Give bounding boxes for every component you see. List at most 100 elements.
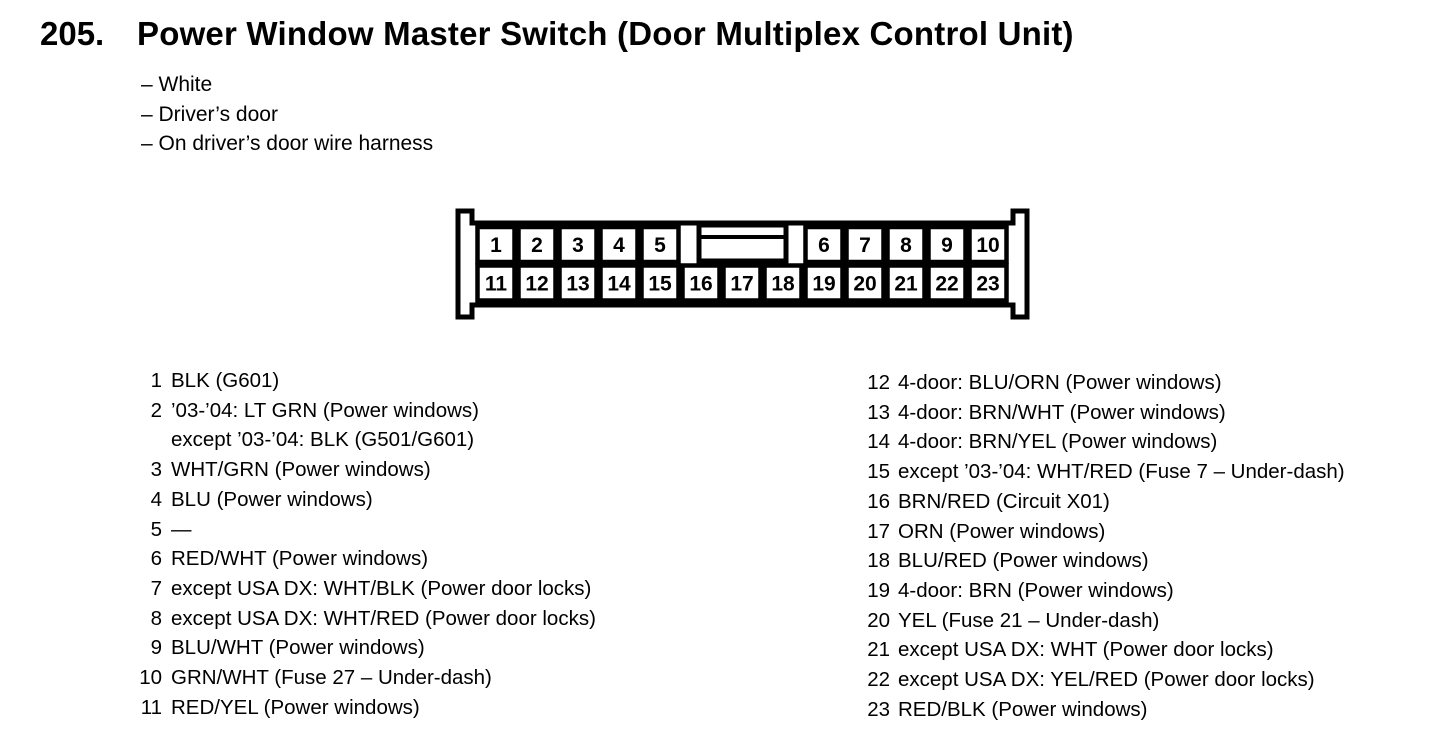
pin-list-right: 12 4-door: BLU/ORN (Power windows) 13 4-… bbox=[862, 368, 1345, 725]
connector-pin-cell: 13 bbox=[557, 263, 599, 303]
pin-description: BLU/RED (Power windows) bbox=[898, 546, 1149, 576]
pin-description: 4-door: BRN (Power windows) bbox=[898, 576, 1174, 606]
pin-row: 8 except USA DX: WHT/RED (Power door loc… bbox=[137, 604, 596, 634]
connector-pin-cell: 14 bbox=[598, 263, 640, 303]
connector-pin-cell: 20 bbox=[844, 263, 886, 303]
connector-pin-cell: 1 bbox=[475, 224, 517, 265]
connector-pin-cell: 11 bbox=[475, 263, 517, 303]
pin-description: except USA DX: WHT/RED (Power door locks… bbox=[171, 604, 596, 634]
pin-number: 16 bbox=[867, 489, 890, 513]
pin-number: 14 bbox=[867, 430, 890, 454]
pin-row: 14 4-door: BRN/YEL (Power windows) bbox=[862, 427, 1345, 457]
connector-pin-number: 22 bbox=[935, 273, 958, 296]
connector-pin-cell: 7 bbox=[844, 224, 886, 265]
pin-row: 19 4-door: BRN (Power windows) bbox=[862, 576, 1345, 606]
pin-row: 17 ORN (Power windows) bbox=[862, 517, 1345, 547]
note-line: – Driver’s door bbox=[141, 102, 278, 126]
pin-number: 22 bbox=[867, 668, 890, 692]
pin-number: 9 bbox=[150, 636, 162, 660]
connector-pin-cell: 15 bbox=[639, 263, 681, 303]
pin-row: 1 BLK (G601) bbox=[137, 366, 596, 396]
connector-pin-cell: 8 bbox=[885, 224, 927, 265]
connector-pin-number: 10 bbox=[976, 234, 999, 257]
connector-pin-number: 2 bbox=[531, 234, 543, 257]
connector-pin-number: 14 bbox=[607, 273, 631, 296]
pin-number: 6 bbox=[150, 547, 162, 571]
pin-wire-color: except USA DX: WHT (Power door locks) bbox=[898, 638, 1274, 662]
pin-wire-color: RED/WHT (Power windows) bbox=[171, 547, 429, 571]
connector-pin-number: 3 bbox=[572, 234, 584, 257]
pin-description: except USA DX: WHT/BLK (Power door locks… bbox=[171, 574, 591, 604]
pin-description: 4-door: BRN/WHT (Power windows) bbox=[898, 398, 1226, 428]
pin-wire-color: 4-door: BRN/YEL (Power windows) bbox=[898, 430, 1218, 454]
pin-description: BRN/RED (Circuit X01) bbox=[898, 487, 1110, 517]
pin-number: 4 bbox=[150, 487, 162, 511]
pin-number: 2 bbox=[150, 398, 162, 422]
connector-pin-cell: 9 bbox=[926, 224, 968, 265]
pin-wire-color: except ’03-’04: WHT/RED (Fuse 7 – Under-… bbox=[898, 460, 1345, 484]
pin-description: RED/WHT (Power windows) bbox=[171, 544, 428, 574]
pin-row: 5 — bbox=[137, 515, 596, 545]
connector-pin-number: 19 bbox=[812, 273, 835, 296]
pin-description: BLU (Power windows) bbox=[171, 485, 373, 515]
pin-number: 18 bbox=[867, 549, 890, 573]
pin-number: 11 bbox=[140, 695, 162, 719]
pin-description: BLK (G601) bbox=[171, 366, 279, 396]
connector-pin-number: 13 bbox=[566, 273, 589, 296]
connector-pin-number: 6 bbox=[818, 234, 830, 257]
connector-pin-cell: 19 bbox=[803, 263, 845, 303]
pin-number: 1 bbox=[150, 369, 162, 392]
pin-number: 13 bbox=[867, 400, 890, 424]
pin-row: 2 ’03-’04: LT GRN (Power windows) except… bbox=[137, 396, 596, 455]
pin-description: except USA DX: YEL/RED (Power door locks… bbox=[898, 665, 1315, 695]
pin-description: — bbox=[171, 515, 192, 545]
section-number: 205. bbox=[40, 15, 105, 52]
pin-description: 4-door: BLU/ORN (Power windows) bbox=[898, 368, 1222, 398]
pin-number: 3 bbox=[150, 458, 162, 482]
pin-description: RED/BLK (Power windows) bbox=[898, 695, 1148, 725]
pin-row: 15 except ’03-’04: WHT/RED (Fuse 7 – Und… bbox=[862, 457, 1345, 487]
pin-description: except ’03-’04: WHT/RED (Fuse 7 – Under-… bbox=[898, 457, 1345, 487]
connector-pin-cell: 10 bbox=[967, 224, 1009, 265]
connector-pin-number: 4 bbox=[613, 234, 625, 257]
connector-pin-cell: 3 bbox=[557, 224, 599, 265]
pin-wire-color: ’03-’04: LT GRN (Power windows) bbox=[171, 398, 479, 422]
connector-pin-cell: 5 bbox=[639, 224, 681, 265]
connector-pin-cell: 17 bbox=[721, 263, 763, 303]
connector-notes: – White – Driver’s door – On driver’s do… bbox=[141, 70, 433, 159]
pin-description: except USA DX: WHT (Power door locks) bbox=[898, 635, 1274, 665]
connector-pin-cell: 18 bbox=[762, 263, 804, 303]
pin-wire-color: except USA DX: WHT/BLK (Power door locks… bbox=[171, 576, 592, 600]
pin-wire-color: 4-door: BRN/WHT (Power windows) bbox=[898, 400, 1226, 424]
pin-row: 10 GRN/WHT (Fuse 27 – Under-dash) bbox=[137, 663, 596, 693]
pin-description: BLU/WHT (Power windows) bbox=[171, 633, 425, 663]
connector-pin-cell: 2 bbox=[516, 224, 558, 265]
pin-number: 7 bbox=[150, 576, 162, 600]
connector-pin-cell: 22 bbox=[926, 263, 968, 303]
pin-row: 3 WHT/GRN (Power windows) bbox=[137, 455, 596, 485]
connector-pin-number: 5 bbox=[654, 234, 666, 257]
pin-wire-color: except USA DX: YEL/RED (Power door locks… bbox=[898, 668, 1315, 692]
pin-row: 23 RED/BLK (Power windows) bbox=[862, 695, 1345, 725]
pin-row: 13 4-door: BRN/WHT (Power windows) bbox=[862, 398, 1345, 428]
pin-wire-color-alt: except ’03-’04: BLK (G501/G601) bbox=[171, 428, 475, 452]
pin-number: 19 bbox=[867, 578, 890, 602]
pin-row: 12 4-door: BLU/ORN (Power windows) bbox=[862, 368, 1345, 398]
connector-pin-number: 9 bbox=[941, 234, 953, 257]
page-title: Power Window Master Switch (Door Multipl… bbox=[137, 15, 1074, 52]
connector-pin-number: 7 bbox=[859, 234, 871, 257]
pin-row: 6 RED/WHT (Power windows) bbox=[137, 544, 596, 574]
pin-wire-color: YEL (Fuse 21 – Under-dash) bbox=[898, 608, 1160, 632]
pin-description: GRN/WHT (Fuse 27 – Under-dash) bbox=[171, 663, 492, 693]
pin-description: RED/YEL (Power windows) bbox=[171, 693, 420, 723]
pin-number: 8 bbox=[150, 606, 162, 630]
connector-pin-number: 15 bbox=[648, 273, 672, 296]
pin-row: 9 BLU/WHT (Power windows) bbox=[137, 633, 596, 663]
pin-row: 18 BLU/RED (Power windows) bbox=[862, 546, 1345, 576]
connector-pin-number: 12 bbox=[525, 273, 548, 296]
pin-wire-color: — bbox=[171, 517, 192, 541]
pin-number: 23 bbox=[867, 697, 890, 721]
pin-number: 15 bbox=[867, 460, 890, 484]
